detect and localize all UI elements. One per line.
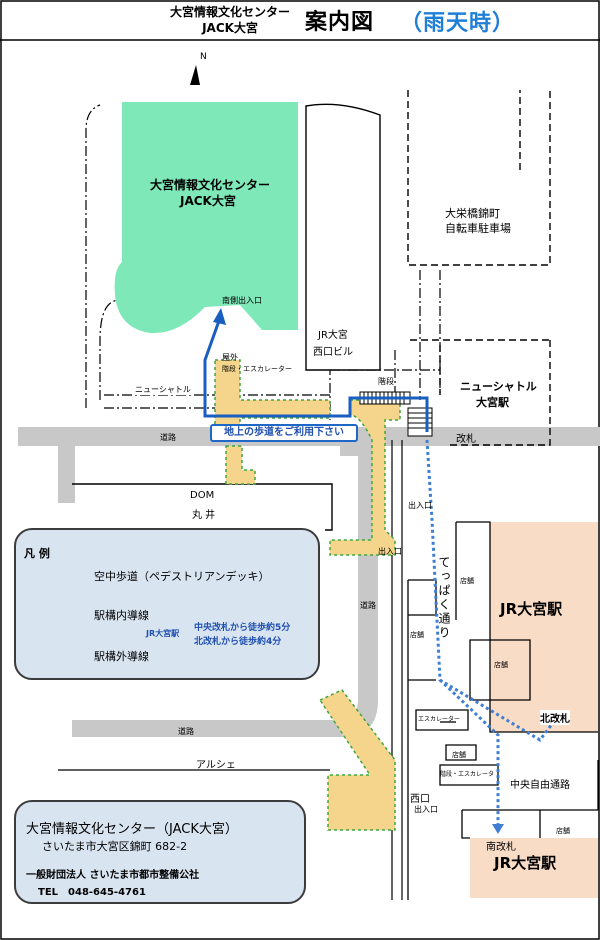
legend-outside-label: 駅構外導線 <box>94 650 149 663</box>
header: 大宮情報文化センター JACK大宮 案内図 （雨天時） <box>0 0 600 40</box>
stairs-escalator-label: 階段・エスカレータ <box>440 771 495 778</box>
jr-station-bottom-label: JR大宮駅 <box>494 854 557 872</box>
page-title: 案内図 <box>305 10 375 35</box>
new-shuttle-line-label: ニューシャトル <box>133 384 193 395</box>
arushe-label: アルシェ <box>196 760 236 771</box>
jr-west-building-line1: JR大宮 <box>318 330 348 341</box>
header-org-line1: 大宮情報文化センター <box>169 5 290 19</box>
pedestrian-deck <box>214 359 401 831</box>
road-lower-label: 道路 <box>178 727 194 736</box>
jr-station-bottom-shape <box>470 838 598 898</box>
north-gate-label: 北改札 <box>540 710 570 725</box>
marui-label: 丸 井 <box>192 510 216 521</box>
shop-label-5: 店舗 <box>556 827 570 835</box>
header-org: 大宮情報文化センター JACK大宮 <box>150 4 310 36</box>
north-arrow-icon <box>190 65 200 85</box>
south-gate-label: 南改札 <box>486 842 516 853</box>
route-outside-arrow <box>213 308 226 325</box>
jack-building-shape <box>114 102 299 334</box>
stairs-label: 階段 <box>378 377 394 386</box>
legend-inside-label: 駅構内導線 <box>94 609 149 622</box>
route-inside-arrow-south <box>492 824 504 834</box>
ground-sidewalk-banner: 地上の歩道をご利用下さい <box>210 424 358 442</box>
entrance-label-c: 出入口 <box>414 805 438 814</box>
shop-label-1: 店舗 <box>460 577 474 585</box>
walk-central-gate: 中央改札から徒歩約5分 <box>194 623 291 633</box>
jr-west-building-line2: 西口ビル <box>313 347 353 358</box>
entrance-label-a: 出入口 <box>408 501 432 510</box>
outdoor-stairs-label1: 屋外 <box>222 353 238 362</box>
address-box <box>14 800 306 904</box>
header-org-line2: JACK大宮 <box>202 21 258 35</box>
road-upper-label: 道路 <box>160 433 176 442</box>
dom-label: DOM <box>190 490 215 501</box>
bicycle-parking-line1: 大栄橋錦町 <box>445 207 500 220</box>
outdoor-stairs-label2: 階段・エスカレーター <box>222 365 292 373</box>
legend-station-tag: JR大宮駅 <box>146 629 180 638</box>
dashed-lines <box>407 90 551 446</box>
road-middle-label: 道路 <box>360 601 376 610</box>
bicycle-parking-line2: 自転車駐車場 <box>445 222 511 235</box>
shop-label-3: 店舗 <box>494 661 508 669</box>
jr-station-shape <box>490 522 598 732</box>
route-outside <box>203 317 429 432</box>
legend-title: 凡 例 <box>24 547 50 560</box>
legend-box <box>14 528 320 680</box>
jr-west-building-shape <box>305 103 381 371</box>
north-label: N <box>200 52 207 62</box>
road-middle-east <box>340 440 378 456</box>
teppaku-street-label: てっぱく通り <box>437 556 451 640</box>
address-operator: 一般財団法人 さいたま市都市整備公社 <box>26 870 200 881</box>
central-passage-label: 中央自由通路 <box>510 780 570 791</box>
route-inside-south <box>438 678 500 826</box>
shop-outlines <box>407 521 599 900</box>
shop-label-4: 店舗 <box>452 751 466 759</box>
jr-station-label: JR大宮駅 <box>500 600 563 618</box>
address-name: 大宮情報文化センター（JACK大宮） <box>26 822 238 837</box>
west-exit-label: 西口 <box>410 794 430 805</box>
dom-building-outline <box>72 483 333 531</box>
shop-label-2: 店舗 <box>410 631 424 639</box>
escalator-label: エスカレーター <box>418 716 461 723</box>
jack-label-line2: JACK大宮 <box>180 194 236 208</box>
new-shuttle-station-line1: ニューシャトル <box>460 380 537 393</box>
entrance-label-b: 出入口 <box>378 547 402 556</box>
ticket-gate-label: 改札 <box>456 434 476 445</box>
jack-label-line1: 大宮情報文化センター <box>150 178 271 192</box>
legend-deck-label: 空中歩道（ペデストリアンデッキ） <box>94 570 270 583</box>
address-street: さいたま市大宮区錦町 682-2 <box>42 840 188 853</box>
walk-north-gate: 北改札から徒歩約4分 <box>194 637 282 647</box>
south-entrance-label: 南側出入口 <box>222 296 262 305</box>
page-subtitle: （雨天時） <box>400 11 516 36</box>
new-shuttle-station-line2: 大宮駅 <box>476 396 509 409</box>
address-tel: TEL 048-645-4761 <box>38 887 146 898</box>
road-upper <box>18 427 600 503</box>
